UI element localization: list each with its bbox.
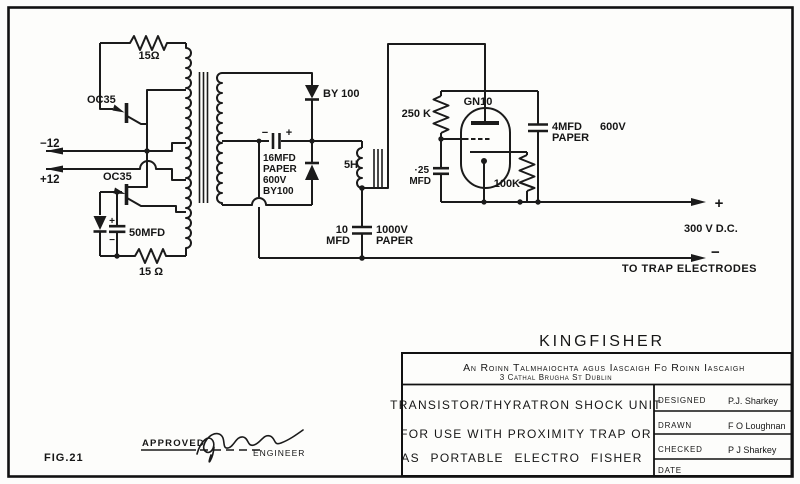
feedback-wire-top (146, 89, 186, 151)
drawing-title-line2: FOR USE WITH PROXIMITY TRAP OR (400, 427, 652, 441)
transistor-arrow-icon (112, 104, 125, 113)
label-cap16-1: 16MFD (263, 153, 296, 164)
org-name: An Roinn Talmhaiochta agus Iascaigh Fo R… (463, 362, 745, 374)
label-cap10-2: MFD (326, 235, 350, 247)
schematic-labels: 15Ω OC35 −12 +12 OC35 + − 50MFD 15 Ω BY … (40, 50, 757, 278)
project-title: KINGFISHER (539, 333, 665, 350)
label-res-bottom: 15 Ω (139, 266, 163, 278)
label-oc35-top: OC35 (87, 94, 116, 106)
title-block: KINGFISHER An Roinn Talmhaiochta agus Ia… (390, 333, 793, 477)
label-cap50-plus: + (109, 216, 115, 227)
credit-value-checked: P J Sharkey (728, 445, 777, 455)
diode-icon (305, 85, 319, 99)
label-cap16-3: 600V (263, 175, 287, 186)
thyratron-section (432, 90, 706, 206)
credit-label-drawn: DRAWN (658, 421, 692, 430)
label-pos12: +12 (40, 174, 60, 186)
label-cap16-2: PAPER (263, 164, 297, 175)
label-cap50-minus: − (109, 235, 115, 246)
label-neg12: −12 (40, 138, 60, 150)
label-out-minus: − (711, 244, 720, 261)
choke-winding-icon (356, 147, 363, 189)
credit-label-designed: DESIGNED (658, 396, 706, 405)
label-out-plus: + (715, 195, 724, 212)
label-cap4-1: 4MFD (552, 121, 582, 133)
label-choke: 5H (344, 159, 358, 171)
credit-value-drawn: F O Loughnan (728, 421, 786, 431)
transformer (185, 43, 223, 256)
label-cap10-1: 10 (336, 224, 348, 236)
resistor-top-15ohm (100, 35, 186, 51)
org-address: 3 Cathal Brugha St Dublin (500, 373, 612, 382)
label-cap4-2: 600V (600, 121, 626, 133)
base-wire-bottom (128, 151, 148, 188)
label-cap16-plus: + (286, 127, 292, 139)
emitter-wire-top (99, 43, 113, 110)
label-cap16-4: BY100 (263, 186, 294, 197)
resistor-100k (518, 154, 536, 192)
credit-value-designed: P.J. Sharkey (728, 396, 778, 406)
label-res-top: 15Ω (138, 50, 159, 62)
collector-wire-top (126, 115, 147, 125)
secondary-winding-icon (216, 72, 223, 205)
primary-winding-icon (185, 43, 192, 256)
credit-label-checked: CHECKED (658, 445, 703, 454)
label-cap10-3: 1000V (376, 224, 408, 236)
label-oc35-bottom: OC35 (103, 171, 132, 183)
signature-scribble (196, 429, 304, 463)
tube-envelope-icon (460, 107, 511, 189)
label-cap4-3: PAPER (552, 132, 589, 144)
anode-feed-wire (362, 43, 486, 189)
diode-icon (93, 216, 107, 230)
label-by100-top: BY 100 (323, 88, 360, 100)
diode-icon (305, 164, 319, 180)
collector-wire-bottom (126, 197, 186, 213)
drawing-border (7, 6, 794, 478)
secondary-top-wire (222, 72, 313, 85)
secondary-bottom-wire (222, 197, 312, 206)
figure-number: FIG.21 (44, 452, 84, 464)
arrow-left-icon (46, 147, 63, 155)
arrow-left-icon (46, 165, 63, 173)
title-block-frame (401, 352, 793, 477)
arrow-right-icon (691, 254, 706, 262)
choke-section (259, 43, 706, 262)
rectifier-section (222, 72, 362, 258)
engineer-label: ENGINEER (253, 448, 305, 458)
pos12-wire (46, 160, 186, 181)
label-res100: 100K (494, 178, 520, 190)
approved-label: APPROVED (142, 438, 205, 449)
junction-dots (114, 136, 541, 261)
label-out-voltage: 300 V D.C. (684, 223, 738, 235)
drawing-title-line3: AS PORTABLE ELECTRO FISHER (401, 451, 642, 465)
arrow-right-icon (691, 198, 706, 206)
resistor-bottom-15ohm (100, 248, 186, 264)
resistor-250k (432, 95, 450, 134)
oscillator-section (46, 35, 187, 264)
label-cap25-2: MFD (409, 176, 431, 187)
credit-label-date: DATE (658, 466, 682, 475)
label-out-dest: TO TRAP ELECTRODES (622, 263, 757, 275)
label-tube: GN10 (464, 96, 493, 108)
label-res250: 250 K (402, 108, 431, 120)
drawing-title-line1: TRANSISTOR/THYRATRON SHOCK UNIT (390, 398, 662, 412)
approval-area: FIG.21 APPROVED ENGINEER (44, 429, 305, 464)
label-cap10-4: PAPER (376, 235, 413, 247)
label-cap50: 50MFD (129, 227, 165, 239)
centertap-wire (147, 142, 186, 152)
label-cap25-1: ·25 (415, 165, 430, 176)
label-cap16-minus: − (262, 127, 268, 139)
